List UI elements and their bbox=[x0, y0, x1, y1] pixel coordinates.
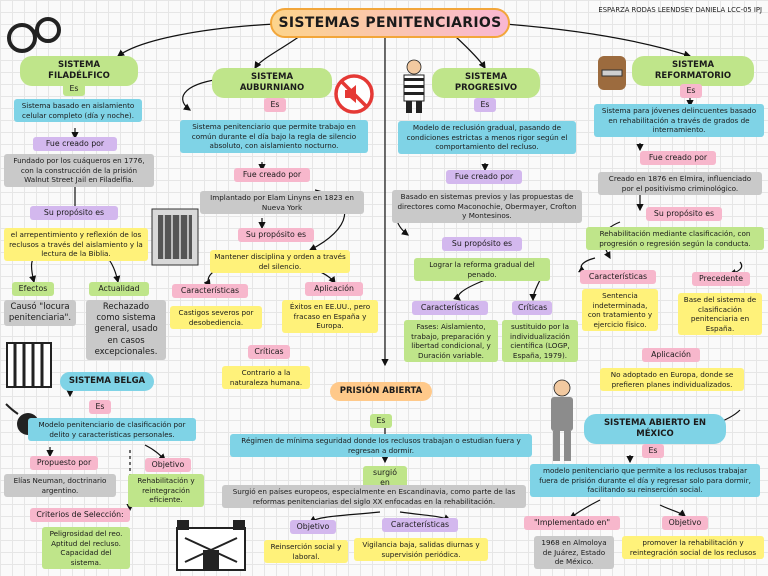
progresivo-caracteristicas-label: Características bbox=[412, 301, 488, 316]
auburniano-proposito-label: Su propósito es bbox=[238, 228, 314, 243]
belga-objetivo-label: Objetivo bbox=[145, 458, 191, 473]
mexico-implementado-label: "Implementado en" bbox=[524, 516, 620, 531]
belga-definition: Modelo penitenciario de clasificación po… bbox=[28, 418, 196, 441]
mexico-objetivo-label: Objetivo bbox=[662, 516, 708, 531]
mexico-definition: modelo penitenciario que permite a los r… bbox=[530, 464, 760, 497]
belga-criterios: Peligrosidad del reo. Aptitud del reclus… bbox=[42, 527, 130, 569]
belga-es-label: Es bbox=[89, 400, 111, 415]
reformatorio-caracteristicas: Sentencia indeterminada, con tratamiento… bbox=[582, 289, 658, 331]
abierta-objetivo: Reinserción social y laboral. bbox=[264, 540, 348, 563]
auburniano-caracteristicas-label: Características bbox=[172, 284, 248, 299]
mexico-implementado: 1968 en Almoloya de Juárez, Estado de Mé… bbox=[534, 536, 614, 569]
progresivo-caracteristicas: Fases: Aislamiento, trabajo, preparación… bbox=[404, 320, 498, 362]
filadelfico-actualidad-label: Actualidad bbox=[89, 282, 149, 297]
filadelfico-title: SISTEMA FILADÉLFICO bbox=[20, 56, 138, 87]
reformatorio-creado-label: Fue creado por bbox=[640, 151, 716, 166]
author-line: ESPARZA RODAS LEENDSEY DANIELA LCC-05 IP… bbox=[598, 6, 762, 14]
auburniano-title: SISTEMA AUBURNIANO bbox=[212, 68, 332, 99]
filadelfico-creado: Fundado por los cuáqueros en 1776, con l… bbox=[4, 154, 154, 187]
reformatorio-caracteristicas-label: Características bbox=[580, 270, 656, 285]
progresivo-proposito-label: Su propósito es bbox=[442, 237, 522, 252]
jail-bars-icon bbox=[6, 342, 52, 388]
auburniano-caracteristicas: Castigos severos por desobediencia. bbox=[170, 306, 262, 329]
abierta-caracteristicas-label: Características bbox=[382, 518, 458, 533]
abierta-objetivo-label: Objetivo bbox=[290, 520, 336, 535]
progresivo-criticas: sustituido por la individualización cien… bbox=[502, 320, 578, 362]
auburniano-aplicacion: Éxitos en EE.UU., pero fracaso en España… bbox=[282, 300, 378, 333]
auburniano-criticas: Contrario a la naturaleza humana. bbox=[222, 366, 310, 389]
reformatorio-precedente-label: Precedente bbox=[692, 272, 750, 287]
auburniano-proposito: Mantener disciplina y orden a través del… bbox=[210, 250, 350, 273]
reformatorio-definition: Sistema para jóvenes delincuentes basado… bbox=[594, 104, 764, 137]
filadelfico-efectos: Causó "locura penitenciaria". bbox=[4, 300, 76, 327]
filadelfico-definition: Sistema basado en aislamiento celular co… bbox=[14, 99, 142, 122]
auburniano-definition: Sistema penitenciario que permite trabaj… bbox=[180, 120, 368, 153]
filadelfico-proposito: el arrepentimiento y reflexión de los re… bbox=[4, 228, 148, 261]
auburniano-es-label: Es bbox=[264, 98, 286, 113]
no-sound-icon bbox=[334, 74, 374, 114]
auburniano-creado-label: Fue creado por bbox=[234, 168, 310, 183]
progresivo-creado: Basado en sistemas previos y las propues… bbox=[392, 190, 582, 223]
reformatorio-title: SISTEMA REFORMATORIO bbox=[632, 56, 754, 87]
progresivo-title: SISTEMA PROGRESIVO bbox=[432, 68, 540, 99]
abierta-definition: Régimen de mínima seguridad donde los re… bbox=[230, 434, 532, 457]
belga-title: SISTEMA BELGA bbox=[60, 372, 154, 392]
cell-window-icon bbox=[151, 208, 199, 266]
reformatorio-creado: Creado en 1876 en Elmira, influenciado p… bbox=[598, 172, 762, 195]
page-title: SISTEMAS PENITENCIARIOS bbox=[270, 8, 510, 38]
progresivo-es-label: Es bbox=[474, 98, 496, 113]
filadelfico-efectos-label: Efectos bbox=[12, 282, 54, 297]
progresivo-proposito: Lograr la reforma gradual del penado. bbox=[414, 258, 550, 281]
belga-criterios-label: Criterios de Selección: bbox=[30, 508, 130, 523]
handcuffs-icon bbox=[7, 17, 61, 53]
auburniano-creado: Implantado por Elam Linyns en 1823 en Nu… bbox=[200, 191, 364, 214]
reformatorio-precedente: Base del sistema de clasificación penite… bbox=[678, 293, 762, 335]
reformatorio-proposito: Rehabilitación mediante clasificación, c… bbox=[586, 227, 764, 250]
abierta-surgio: Surgió en países europeos, especialmente… bbox=[222, 485, 526, 508]
filadelfico-actualidad: Rechazado como sistema general, usado en… bbox=[86, 300, 166, 361]
reformatorio-proposito-label: Su propósito es bbox=[646, 207, 722, 222]
reformatorio-aplicacion: No adoptado en Europa, donde se prefiere… bbox=[600, 368, 744, 391]
filadelfico-creado-label: Fue creado por bbox=[33, 137, 117, 152]
auburniano-aplicacion-label: Aplicación bbox=[305, 282, 363, 297]
belga-propuesto: Elías Neuman, doctrinario argentino. bbox=[4, 474, 116, 497]
cuffed-hands-icon bbox=[598, 56, 626, 90]
reformatorio-es-label: Es bbox=[680, 84, 702, 99]
auburniano-criticas-label: Críticas bbox=[248, 345, 290, 360]
abierta-title: PRISIÓN ABIERTA bbox=[330, 382, 432, 402]
abierta-caracteristicas: Vigilancia baja, salidas diurnas y super… bbox=[354, 538, 488, 561]
mexico-title: SISTEMA ABIERTO EN MÉXICO bbox=[584, 414, 726, 445]
reformatorio-aplicacion-label: Aplicación bbox=[642, 348, 700, 363]
progresivo-creado-label: Fue creado por bbox=[446, 170, 522, 185]
filadelfico-es-label: Es bbox=[63, 82, 85, 97]
prison-building-icon bbox=[176, 520, 246, 571]
inmate-icon bbox=[551, 379, 573, 461]
belga-objetivo: Rehabilitación y reintegración eficiente… bbox=[128, 474, 204, 507]
prisoner-icon bbox=[403, 59, 425, 113]
mexico-objetivo: promover la rehabilitación y reintegraci… bbox=[622, 536, 764, 559]
progresivo-criticas-label: Críticas bbox=[512, 301, 552, 316]
mexico-es-label: Es bbox=[642, 444, 664, 459]
belga-propuesto-label: Propuesto por bbox=[30, 456, 98, 471]
progresivo-definition: Modelo de reclusión gradual, pasando de … bbox=[398, 121, 576, 154]
filadelfico-proposito-label: Su propósito es bbox=[30, 206, 118, 221]
abierta-es-label: Es bbox=[370, 414, 392, 429]
